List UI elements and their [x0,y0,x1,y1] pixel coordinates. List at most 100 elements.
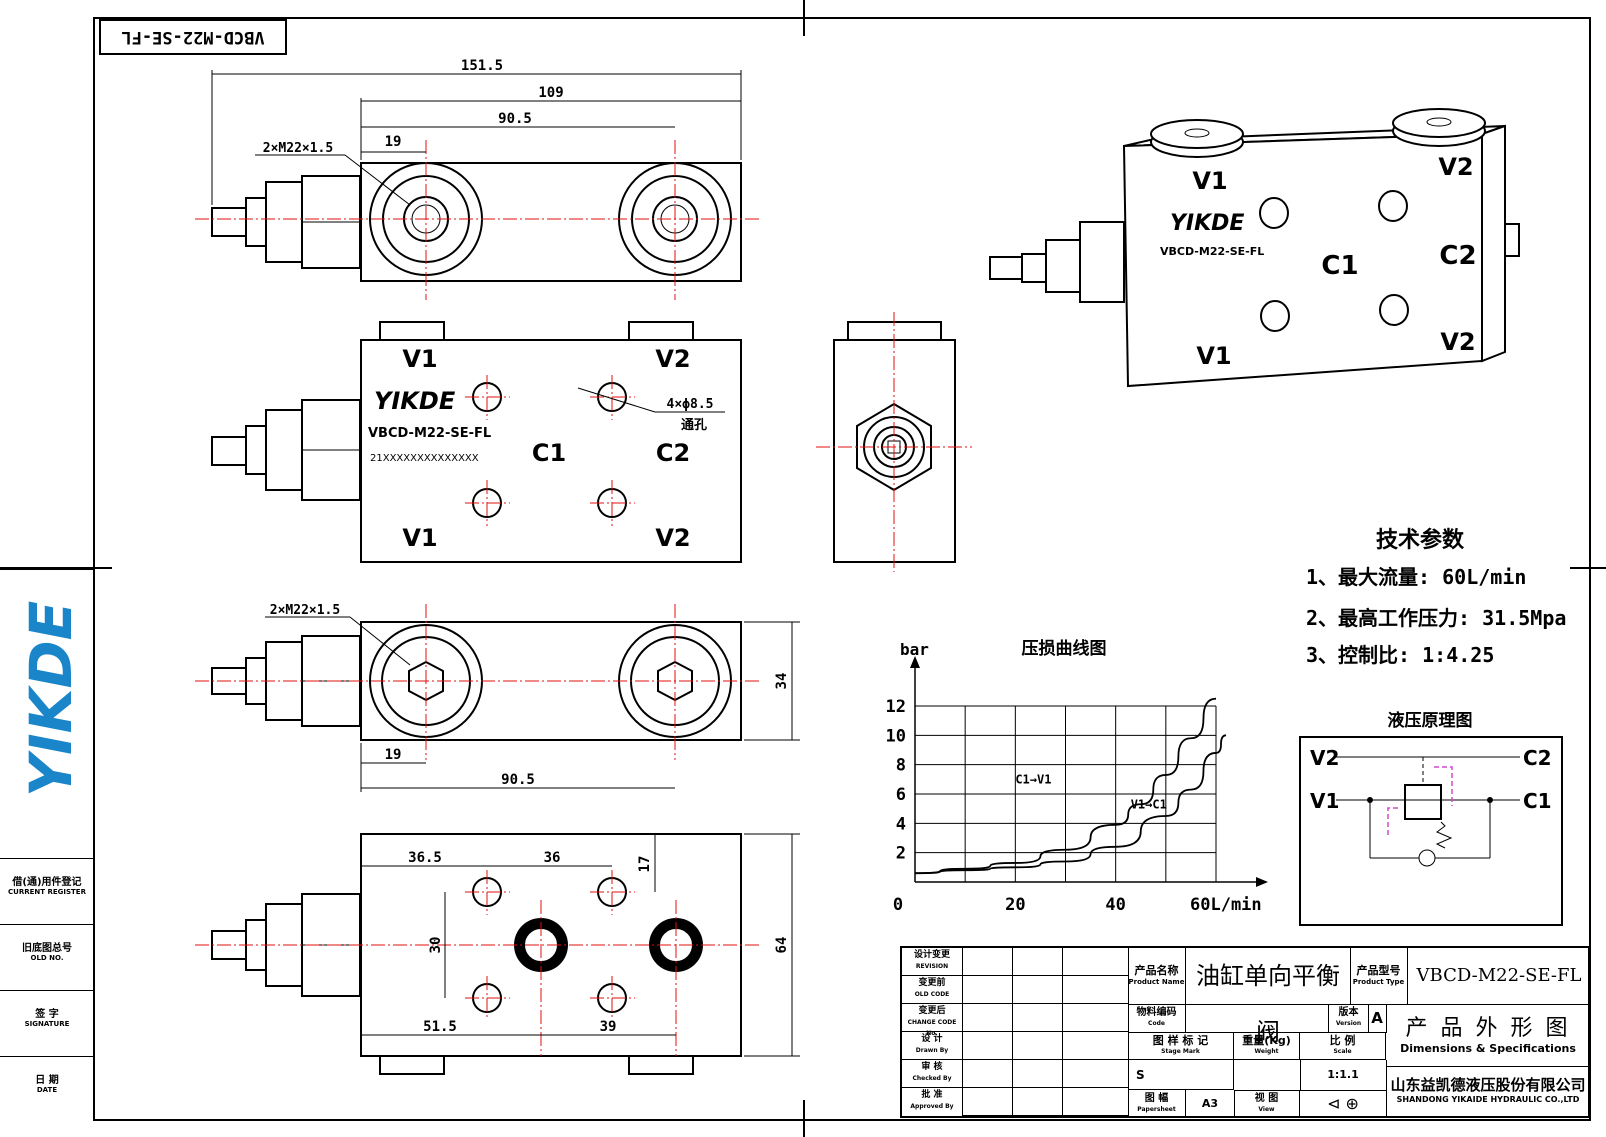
iso-label-c1: C1 [1321,251,1358,281]
drawing-id-tag: VBCD-M22-SE-FL [99,19,287,55]
chart-y-label: bar [900,640,929,659]
side-row-date: 日 期 DATE [0,1056,94,1122]
dim-36-5: 36.5 [408,850,442,866]
product-type-label: 产品型号 Product Type [1350,948,1408,1004]
product-name-label-cn: 产品名称 [1134,964,1179,977]
view-label-cn: 视 图 [1254,1093,1279,1104]
chart-grid [910,656,1268,887]
rev-label-3: 设 计 Drawn By [902,1032,962,1060]
scale-value: 1:1.1 [1300,1060,1387,1091]
drawing-title-en: Dimensions & Specifications [1400,1042,1576,1055]
rev-label-5-en: Approved By [910,1103,954,1110]
plan-view: 36.5 36 17 30 51.5 39 64 [195,833,800,1075]
mount-holes [465,375,635,526]
side-row-signature-en: SIGNATURE [24,1020,70,1028]
product-type-label-en: Product Type [1352,978,1405,986]
label-c2: C2 [656,439,690,467]
iso-label-v2-bottom: V2 [1440,328,1475,356]
x-tick-label: 0 [893,895,903,915]
projection-symbol-icon: ⊲ ⊕ [1300,1090,1387,1118]
y-tick-label: 8 [896,756,906,776]
schematic-v1: V1 [1310,789,1339,813]
stage-label: 图 样 标 记 Stage Mark [1128,1032,1234,1060]
serial-text: 21XXXXXXXXXXXXXX [370,453,479,464]
schematic-c2: C2 [1523,746,1552,770]
y-axis-arrow-icon [910,656,920,668]
dim-39: 39 [600,1019,617,1035]
holes-dim: 4×ϕ8.5 [667,397,714,412]
product-type: VBCD-M22-SE-FL [1416,965,1582,986]
y-tick-label: 6 [896,785,906,805]
side-row-date-cn: 日 期 [35,1075,59,1086]
tech-param-ratio: 3、控制比: 1:4.25 [1306,643,1494,667]
dim-overall: 151.5 [461,58,503,74]
company-block: 山东益凯德液压股份有限公司 SHANDONG YIKAIDE HYDRAULIC… [1386,1066,1590,1118]
iso-label-c2: C2 [1439,241,1476,271]
code-label-en: Code [1148,1020,1165,1027]
tech-params-title: 技术参数 [1376,527,1465,553]
chart-title: 压损曲线图 [1022,638,1107,659]
rev-label-2-cn: 变更后 [918,1006,946,1016]
rev-label-3-en: Drawn By [915,1047,949,1054]
product-name: 油缸单向平衡阀 [1186,948,1351,1046]
dim-body: 109 [538,85,563,101]
dim-port-spacing: 90.5 [498,111,532,127]
version-label-en: Version [1335,1020,1362,1027]
y-tick-label: 4 [896,814,906,834]
brand-logo-front: YIKDE [374,387,456,415]
code-label-cn: 物料编码 [1136,1007,1177,1018]
drawing-title: 产 品 外 形 图 Dimensions & Specifications [1386,1004,1590,1067]
series-label: C1→V1 [1015,773,1051,787]
drawing-title-cn: 产 品 外 形 图 [1405,1016,1571,1041]
scale-label-cn: 比 例 [1329,1034,1356,1047]
label-v1-bottom: V1 [402,524,437,552]
dim-51-5: 51.5 [423,1019,457,1035]
scale-label-en: Scale [1333,1048,1352,1055]
code-label: 物料编码 Code [1128,1004,1186,1032]
side-row-old-no-cn: 旧底图总号 [22,943,72,954]
x-tick-label: 60L/min [1190,895,1262,915]
version-value: A [1368,1004,1387,1033]
y-tick-label: 10 [886,726,906,746]
sheet-label: 图 幅 Papersheet [1128,1090,1186,1118]
sheet-label-en: Papersheet [1137,1106,1176,1113]
rev-label-2: 变更后 CHANGE CODE No. [902,1004,962,1037]
company-name-en: SHANDONG YIKAIDE HYDRAULIC CO.,LTD [1396,1095,1580,1104]
stage-value: S [1128,1060,1234,1090]
label-c1: C1 [532,439,566,467]
schematic-v2: V2 [1310,746,1339,770]
rev-grid [962,948,1129,1118]
hydraulic-schematic: 液压原理图 V2 C2 V1 C1 [1299,710,1563,926]
dim-height-34: 34 [774,673,790,690]
top-view: 151.5 109 90.5 19 2×M22×1.5 [195,58,760,300]
view-label-en: View [1258,1106,1275,1113]
weight-value [1234,1060,1301,1091]
rev-label-2-en: CHANGE CODE No. [907,1019,957,1037]
series-label: V1→C1 [1131,798,1167,812]
dim-height-64: 64 [774,937,790,954]
iso-brand-logo: YIKDE [1170,211,1244,236]
dim-edge-bottom: 19 [385,747,402,763]
series-line [914,697,1217,875]
version-label-cn: 版本 [1338,1007,1359,1018]
stage-label-en: Stage Mark [1161,1048,1200,1055]
rev-label-3-cn: 设 计 [921,1034,943,1044]
side-row-signature-cn: 签 字 [35,1009,59,1020]
product-name-label: 产品名称 Product Name [1128,948,1186,1004]
y-tick-label: 12 [886,697,906,717]
rev-label-1-en: OLD CODE [914,991,950,998]
tech-params: 技术参数 1、最大流量: 60L/min 2、最高工作压力: 31.5Mpa 3… [1306,527,1566,667]
side-strip: YIKDE 借(通)用件登记 CURRENT REGISTER 旧底图总号 OL… [0,568,94,1120]
x-tick-label: 20 [1005,895,1025,915]
scale-label: 比 例 Scale [1300,1032,1386,1060]
drawing-id-text: VBCD-M22-SE-FL [121,27,264,47]
front-view: 4×ϕ8.5 通孔 V1 V2 V1 V2 C1 C2 YIKDE VBCD-M… [211,321,742,563]
side-row-signature: 签 字 SIGNATURE [0,990,94,1056]
weight-label-cn: 重量(Kg) [1242,1034,1291,1047]
model-text-front: VBCD-M22-SE-FL [368,426,491,441]
